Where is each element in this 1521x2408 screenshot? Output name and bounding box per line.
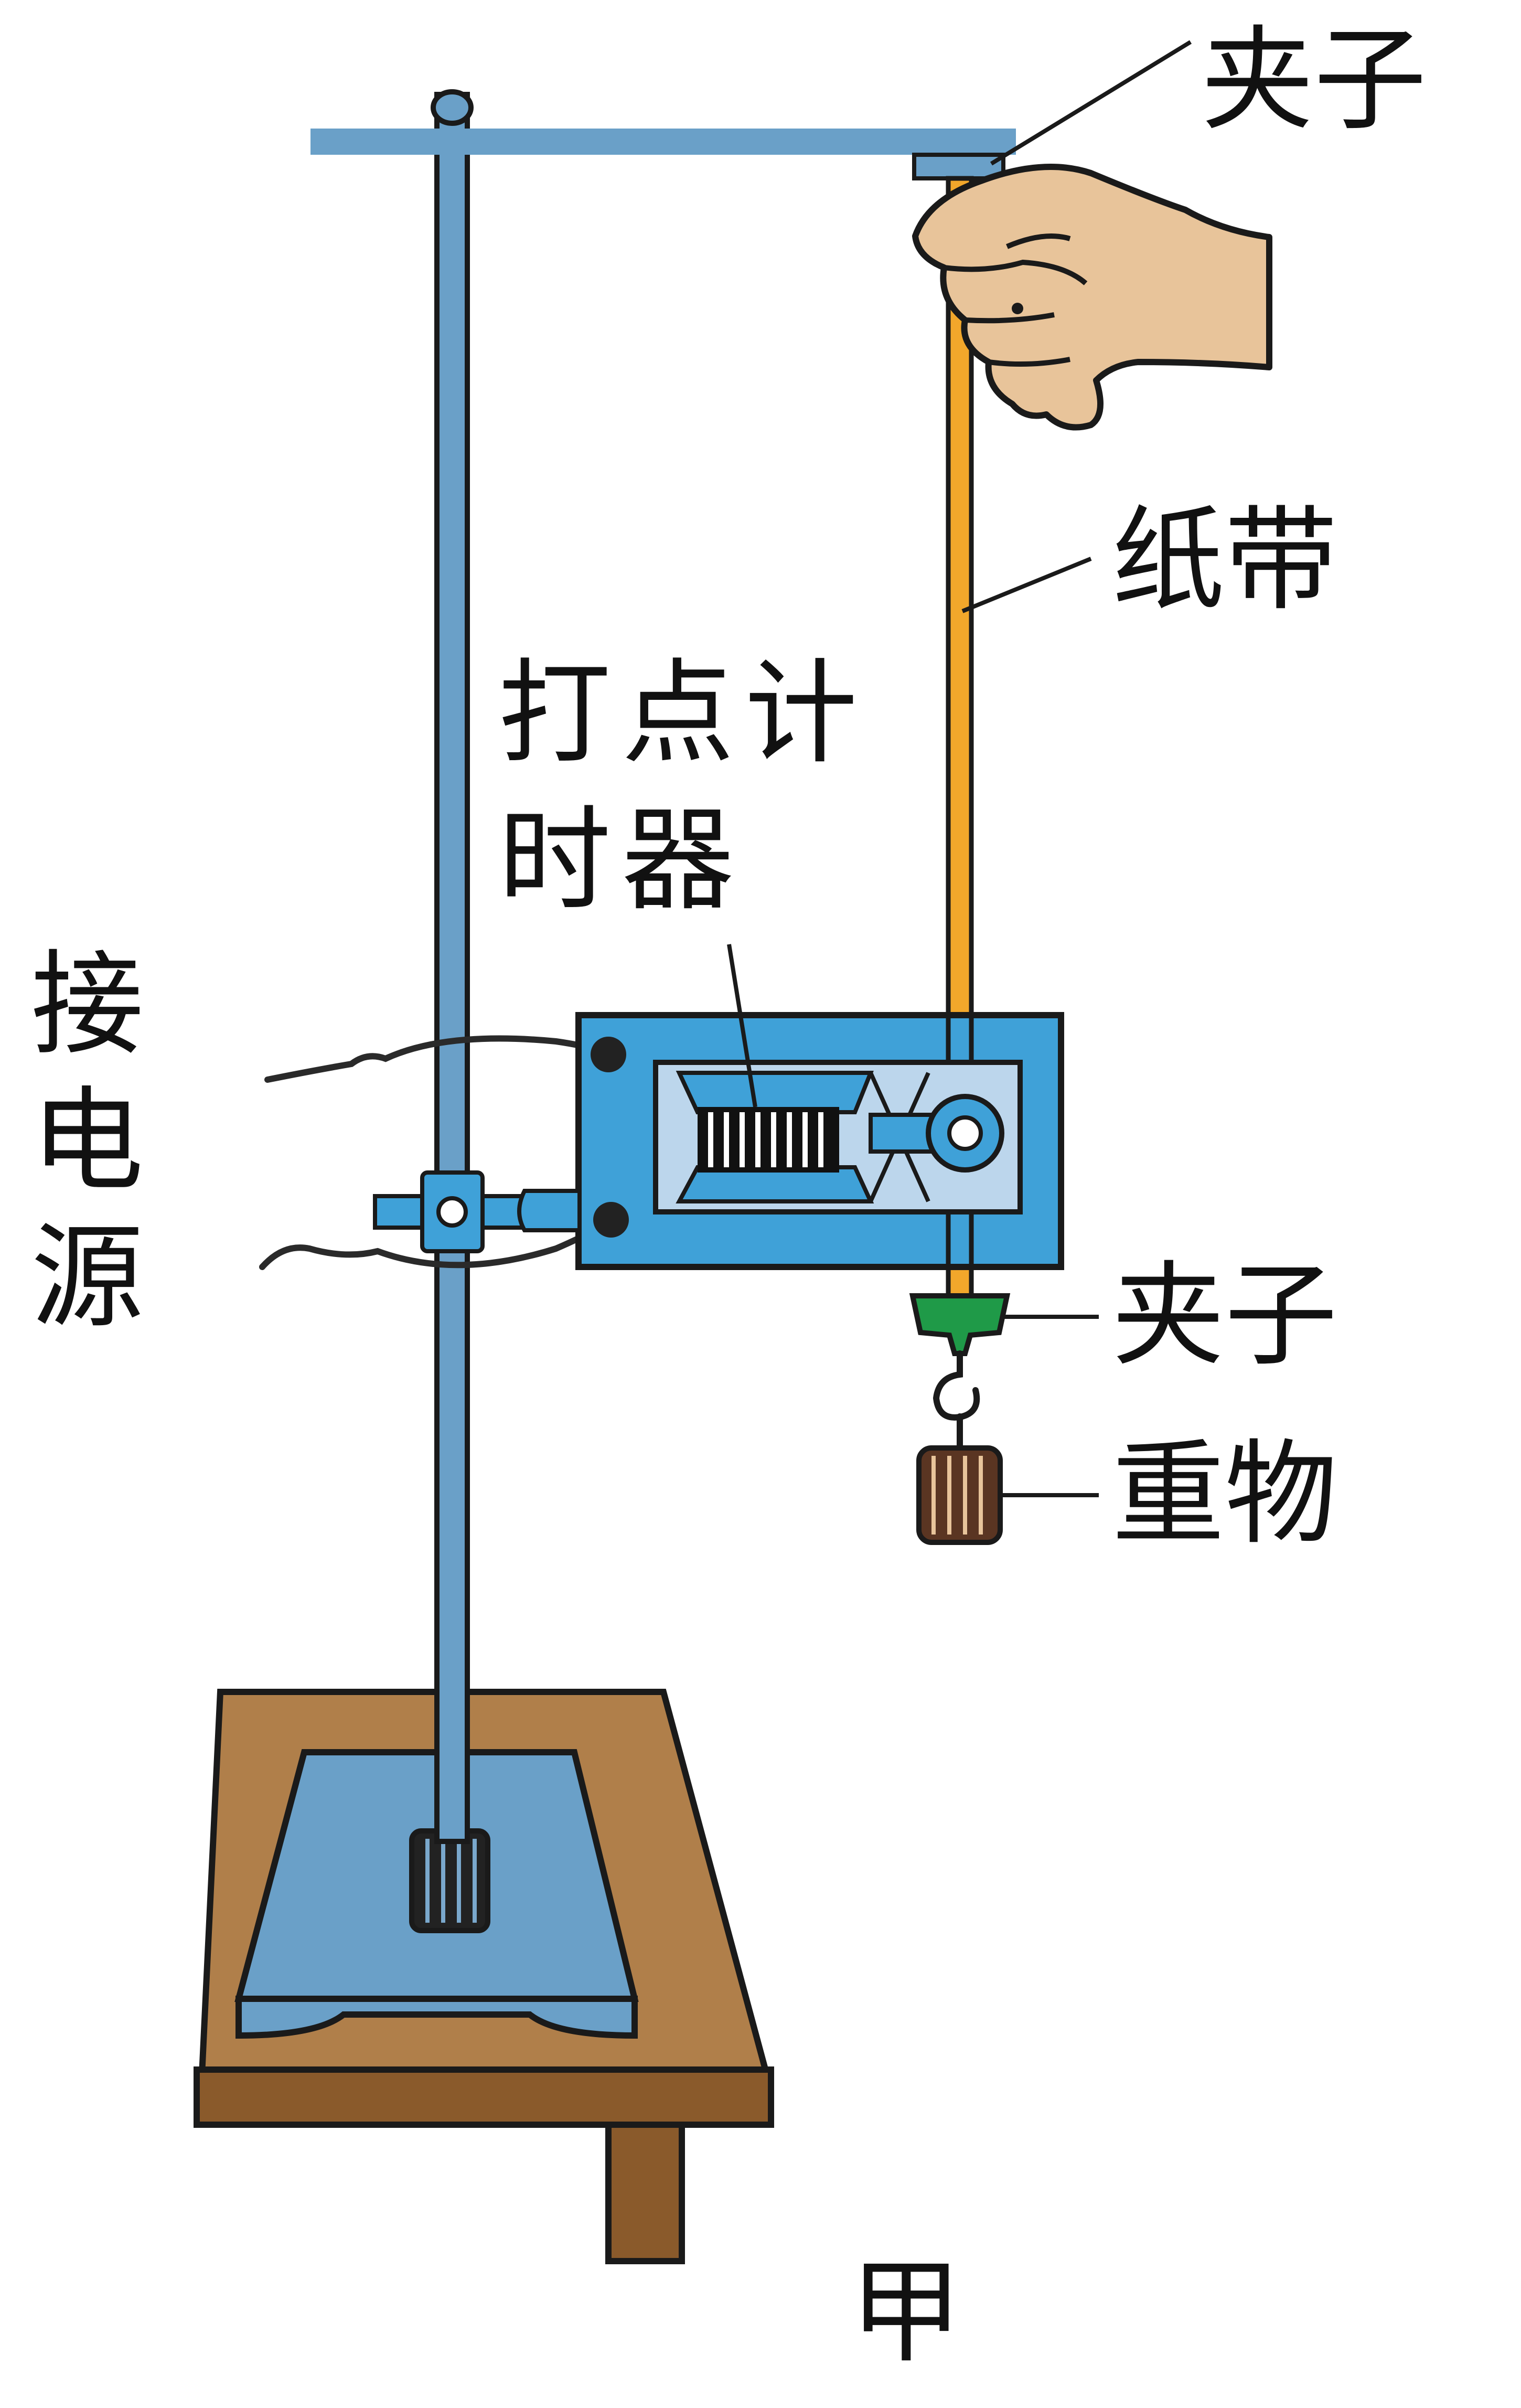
caption: 甲 <box>850 2246 962 2378</box>
label-power: 接电源 <box>12 944 143 1354</box>
weight <box>916 1445 1003 1545</box>
leader-paper-tape <box>961 557 1092 613</box>
timer-body <box>575 1012 1064 1270</box>
hook <box>933 1350 980 1451</box>
horizontal-arm <box>310 129 1016 155</box>
leader-timer <box>727 944 757 1107</box>
hand <box>912 164 1272 431</box>
label-weight: 重物 <box>1112 1428 1337 1560</box>
leader-top-clamp <box>990 40 1192 166</box>
terminal-lower <box>593 1202 629 1238</box>
top-clamp-block <box>912 153 1005 180</box>
label-top-clamp: 夹子 <box>1201 14 1427 146</box>
vertical-rod <box>434 92 470 1844</box>
bottom-clamp <box>909 1293 1011 1356</box>
rod-clamp <box>373 1170 582 1253</box>
power-wire-upper <box>264 1035 612 1083</box>
terminal-upper <box>591 1037 626 1072</box>
label-bottom-clamp: 夹子 <box>1112 1250 1337 1381</box>
label-timer: 打点计时器 <box>498 647 868 926</box>
rod-base-knob <box>409 1828 490 1933</box>
power-wire-lower <box>259 1217 614 1270</box>
label-paper-tape: 纸带 <box>1112 494 1337 626</box>
